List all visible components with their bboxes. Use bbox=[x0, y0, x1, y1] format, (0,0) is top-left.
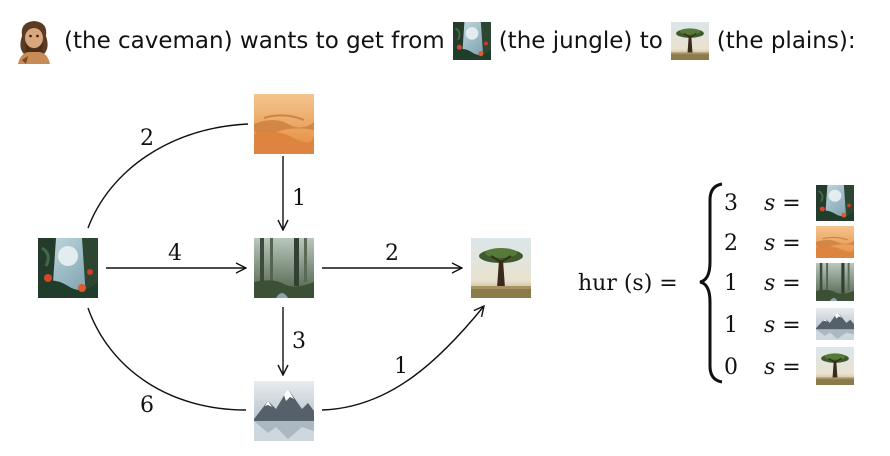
title-part-2: (the jungle) to bbox=[498, 28, 663, 54]
heuristic-jungle-tile bbox=[816, 185, 854, 221]
desert-node bbox=[254, 94, 314, 154]
jungle-node bbox=[38, 238, 98, 298]
left-brace bbox=[699, 182, 723, 384]
plains-node bbox=[471, 238, 531, 298]
edge-jungle-mountains bbox=[87, 307, 247, 411]
heuristic-var: s = bbox=[764, 313, 801, 338]
title-part-1: (the caveman) wants to get from bbox=[64, 28, 445, 54]
weight-jungle-forest: 4 bbox=[168, 241, 182, 266]
heuristic-value-jungle: 3 bbox=[724, 191, 738, 216]
title-part-3: (the plains): bbox=[716, 28, 856, 54]
weight-jungle-desert: 2 bbox=[140, 126, 154, 151]
weight-forest-plains: 2 bbox=[385, 241, 399, 266]
heuristic-var: s = bbox=[764, 231, 801, 256]
heuristic-forest-tile bbox=[816, 263, 854, 301]
heuristic-desert-tile bbox=[816, 226, 854, 258]
forest-node bbox=[254, 238, 314, 298]
heuristic-plains-tile bbox=[816, 347, 854, 385]
heuristic-mountains-tile bbox=[816, 308, 854, 340]
heuristic-var: s = bbox=[764, 355, 801, 380]
title-line: (the caveman) wants to get from (the jun… bbox=[14, 14, 856, 68]
weight-mountains-plains: 1 bbox=[394, 354, 408, 379]
weight-forest-mountains: 3 bbox=[292, 329, 306, 354]
heuristic-var: s = bbox=[764, 271, 801, 296]
heuristic-value-forest: 1 bbox=[724, 271, 738, 296]
heuristic-value-mountains: 1 bbox=[724, 313, 738, 338]
heuristic-lhs: hur (s) = bbox=[578, 271, 678, 296]
heuristic-value-desert: 2 bbox=[724, 231, 738, 256]
heuristic-formula: hur (s) = 3 s = 2 s = 1 s = 1 s = 0 s = bbox=[578, 182, 854, 385]
heuristic-var: s = bbox=[764, 191, 801, 216]
heuristic-value-plains: 0 bbox=[724, 355, 738, 380]
edge-jungle-desert bbox=[87, 123, 249, 229]
edge-mountains-plains bbox=[321, 306, 484, 411]
mountains-node bbox=[254, 381, 314, 441]
weight-jungle-mountains: 6 bbox=[140, 393, 154, 418]
weight-desert-forest: 1 bbox=[292, 186, 306, 211]
